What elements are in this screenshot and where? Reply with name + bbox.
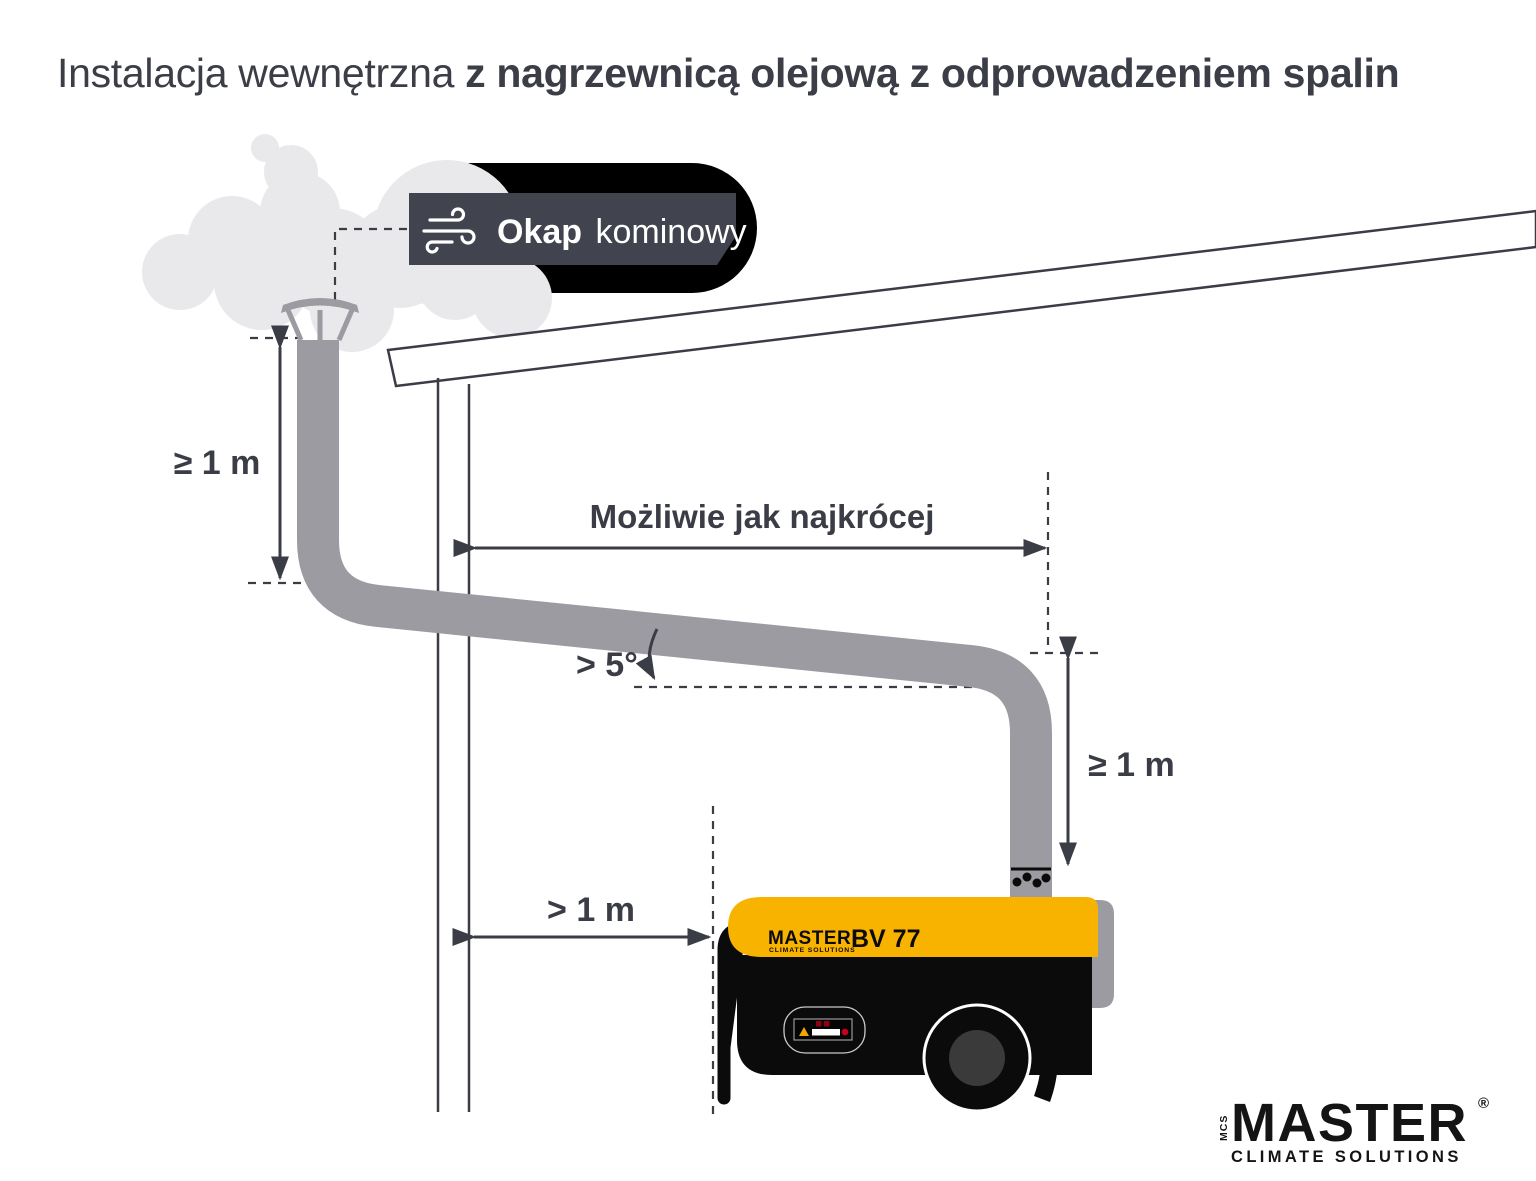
heater: MASTER CLIMATE SOLUTIONS BV 77 [717, 897, 1114, 1113]
footer-logo-reg: ® [1478, 1095, 1489, 1112]
title-regular: Instalacja wewnętrzna [57, 50, 455, 96]
footer-logo-sub: CLIMATE SOLUTIONS [1231, 1148, 1462, 1166]
wind-icon [422, 207, 476, 254]
dim-riser-height: ≥ 1 m [1059, 636, 1175, 867]
footer-logo: MCS MASTER ® CLIMATE SOLUTIONS [1218, 1093, 1489, 1166]
chimney-cap [281, 298, 359, 341]
heater-wheel [922, 1003, 1032, 1113]
callout-banner [409, 193, 736, 265]
heater-model: BV 77 [851, 925, 920, 953]
heater-brand: MASTER [768, 928, 851, 949]
heater-brand-sub: CLIMATE SOLUTIONS [769, 947, 856, 954]
dim-riser-label: ≥ 1 m [1088, 746, 1175, 784]
callout-label-bold: Okap [497, 213, 582, 251]
dim-horizontal-run: Możliwie jak najkrócej [453, 498, 1048, 557]
footer-logo-brand: MASTER [1231, 1093, 1468, 1153]
title-bold: z nagrzewnicą olejową z odprowadzeniem s… [465, 50, 1400, 96]
warning-triangle-icon [799, 1027, 809, 1036]
dim-chimney-label: ≥ 1 m [174, 444, 261, 482]
callout-label: Okap kominowy [497, 213, 747, 251]
dim-angle-label: > 5° [576, 646, 638, 684]
flue-connector [1011, 867, 1051, 888]
callout-label-regular: kominowy [596, 213, 747, 251]
footer-logo-mcs: MCS [1218, 1115, 1230, 1141]
dim-slope-angle: > 5° [576, 628, 659, 684]
indicator-light [841, 1028, 849, 1036]
wall-post [436, 378, 471, 1112]
heater-body-lower [737, 955, 1092, 1075]
flue-pipe [297, 340, 1052, 897]
dim-run-label: Możliwie jak najkrócej [590, 498, 935, 535]
heater-control-panel [783, 1006, 866, 1054]
roof-beam [386, 209, 1536, 388]
dim-wall-clearance: > 1 m [452, 891, 712, 946]
slope-angle-arrow [635, 628, 659, 681]
dim-chimney-height: ≥ 1 m [174, 325, 289, 581]
dim-clearance-label: > 1 m [547, 891, 635, 929]
heater-body-upper [728, 897, 1098, 957]
